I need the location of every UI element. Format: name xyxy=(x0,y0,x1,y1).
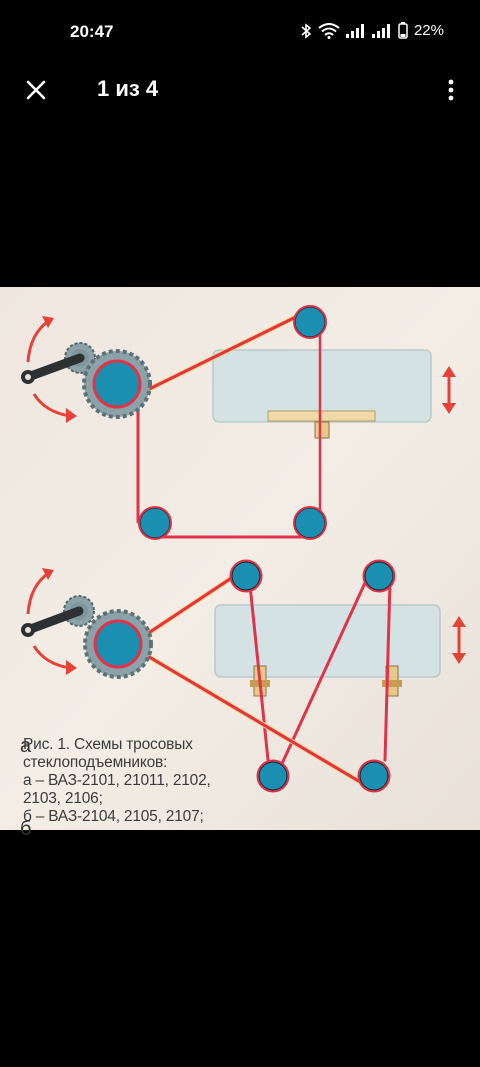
battery-percent: 22% xyxy=(413,22,444,39)
diagram-b xyxy=(21,559,466,793)
viewer-toolbar: 1 из 4 xyxy=(0,64,480,116)
caption-line: стеклоподъемников: xyxy=(23,754,168,771)
diagram-a xyxy=(21,305,456,540)
status-bar: 20:47 22% xyxy=(0,0,480,64)
diagram-a-label: а xyxy=(20,735,32,757)
signal-icon xyxy=(371,23,390,38)
close-icon xyxy=(26,80,46,100)
status-icons: 22% xyxy=(300,22,444,39)
status-time: 20:47 xyxy=(70,22,114,41)
diagram-photo[interactable]: а б xyxy=(0,287,480,840)
caption-line: Рис. 1. Схемы тросовых xyxy=(23,736,193,753)
signal-icon xyxy=(345,23,364,38)
caption-line: 2103, 2106; xyxy=(23,790,103,807)
bluetooth-icon xyxy=(301,22,312,39)
page-counter: 1 из 4 xyxy=(97,76,159,101)
wifi-icon xyxy=(318,22,340,39)
close-button[interactable] xyxy=(20,74,52,106)
battery-icon xyxy=(398,22,408,39)
caption-line: а – ВАЗ-2101, 21011, 2102, xyxy=(23,772,211,789)
more-vert-icon xyxy=(448,79,454,101)
more-options-button[interactable] xyxy=(436,74,466,106)
caption-line: б – ВАЗ-2104, 2105, 2107; xyxy=(23,808,204,825)
diagram-b-label: б xyxy=(20,818,32,840)
figure-caption: Рис. 1. Схемы тросовых стеклоподъемников… xyxy=(23,736,253,826)
